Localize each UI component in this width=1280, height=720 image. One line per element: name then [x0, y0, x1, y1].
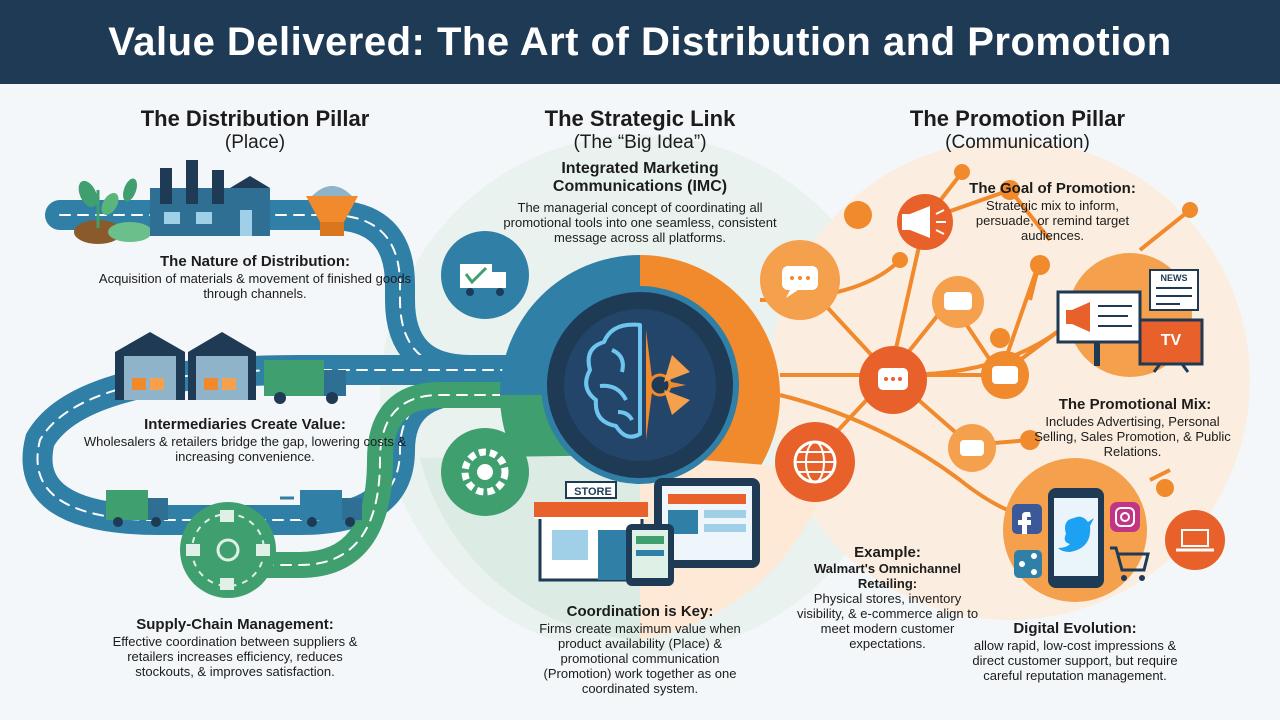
promotion-network [759, 173, 1192, 522]
truck-icon [280, 490, 362, 527]
chat-icon [760, 240, 840, 320]
newspaper-icon [1149, 269, 1199, 311]
warehouse-icon [115, 332, 256, 400]
instagram-icon [1110, 502, 1140, 532]
supply-chain-icon [180, 502, 276, 598]
brain-icon [584, 322, 642, 439]
nature-title: The Nature of Distribution: [160, 253, 350, 270]
truck-icon [106, 490, 168, 527]
coordination-text: Firms create maximum value when product … [539, 621, 741, 696]
nature-text: Acquisition of materials & movement of f… [98, 271, 412, 301]
page-title: Value Delivered: The Art of Distribution… [108, 19, 1172, 64]
megaphone-icon [897, 194, 953, 250]
intermediaries-title: Intermediaries Create Value: [144, 416, 346, 433]
digital-title: Digital Evolution: [1013, 620, 1137, 637]
supply-chain-title: Supply-Chain Management: [136, 616, 334, 633]
chat-icon [948, 424, 996, 472]
store-icon [534, 481, 648, 582]
tv-icon [1138, 318, 1204, 373]
example-text: Physical stores, inventory visibility, &… [796, 591, 979, 651]
tv-label: TV [1160, 332, 1182, 349]
compass-icon [646, 330, 690, 440]
chat-icon [859, 346, 927, 414]
example-title: Example: [854, 544, 921, 561]
funnel-icon [306, 186, 358, 236]
strategic-subheading: (The “Big Idea”) [573, 132, 707, 153]
imc-text: The managerial concept of coordinating a… [503, 200, 777, 245]
share-icon [1014, 550, 1042, 578]
mix-text: Includes Advertising, Personal Selling, … [1034, 414, 1231, 459]
coordination-title: Coordination is Key: [566, 603, 714, 620]
news-label: NEWS [1160, 273, 1188, 283]
goal-title: The Goal of Promotion: [969, 180, 1136, 197]
distribution-subheading: (Place) [224, 132, 286, 153]
gear-icon [441, 428, 529, 516]
intermediaries-text: Wholesalers & retailers bridge the gap, … [83, 434, 407, 464]
goal-text: Strategic mix to inform, persuade, or re… [975, 198, 1130, 243]
globe-icon [775, 422, 855, 502]
title-bar: Value Delivered: The Art of Distribution… [0, 0, 1280, 84]
laptop-icon [1165, 510, 1225, 570]
promotion-subheading: (Communication) [945, 132, 1090, 153]
tablet-icon [654, 478, 760, 568]
cart-icon [1110, 546, 1150, 581]
supply-chain-text: Effective coordination between suppliers… [112, 634, 358, 679]
tablet-icon [626, 524, 674, 586]
distribution-heading: The Distribution Pillar [140, 106, 370, 131]
example-subtitle: Walmart's Omnichannel Retailing: [813, 561, 962, 591]
imc-title: Integrated Marketing Communications (IMC… [552, 160, 728, 196]
strategic-heading: The Strategic Link [544, 106, 736, 131]
chat-icon [981, 351, 1029, 399]
factory-icon [150, 160, 270, 236]
mix-title: The Promotional Mix: [1058, 396, 1212, 413]
twitter-icon [1058, 516, 1094, 552]
facebook-icon [1012, 504, 1042, 534]
truck-icon [441, 231, 529, 319]
store-sign: STORE [574, 486, 612, 498]
promotion-heading: The Promotion Pillar [909, 106, 1126, 131]
chat-icon [932, 276, 984, 328]
billboard-icon [1056, 290, 1142, 366]
plant-icon [74, 178, 152, 244]
digital-text: allow rapid, low-cost impressions & dire… [972, 638, 1178, 683]
network-nodes [844, 164, 1198, 497]
truck-icon [264, 360, 346, 404]
